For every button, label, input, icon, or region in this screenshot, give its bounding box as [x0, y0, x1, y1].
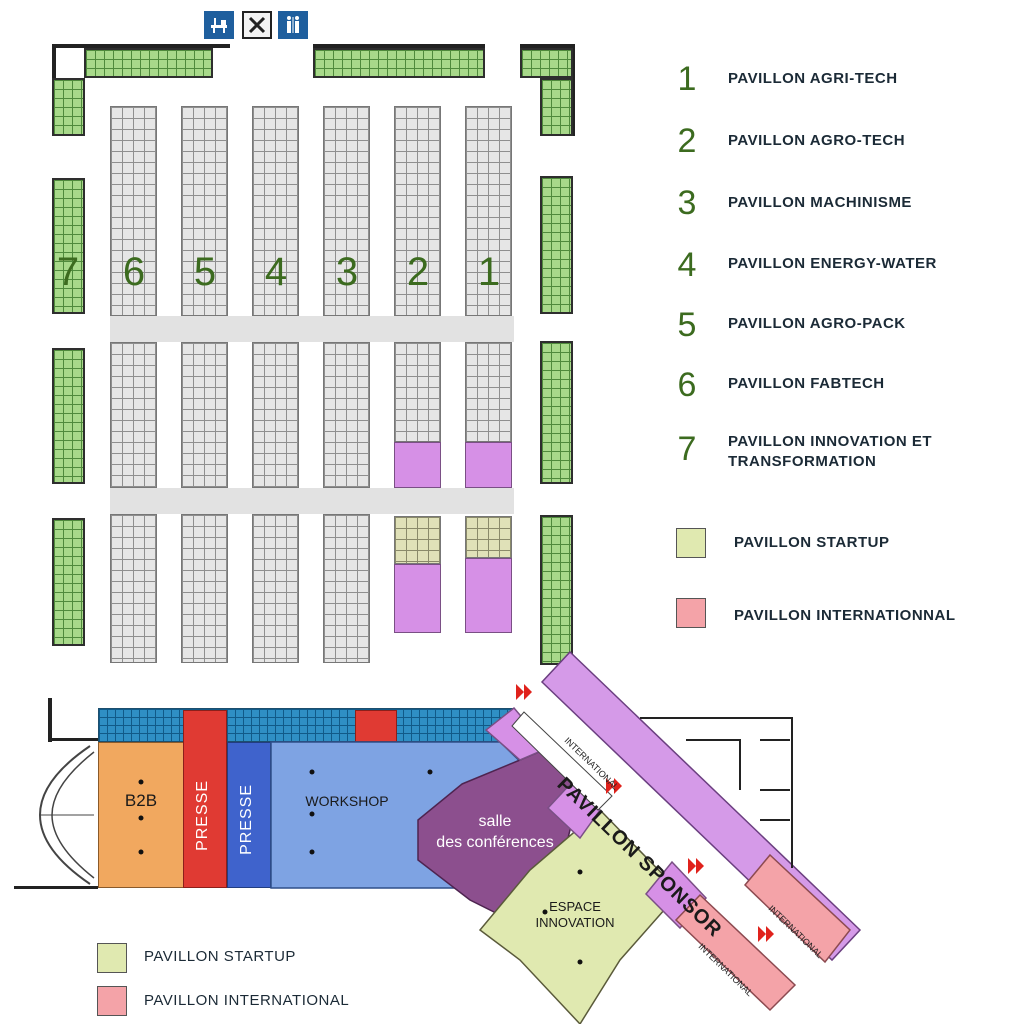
violet-stand [394, 564, 441, 633]
pavilion-7-block [52, 518, 85, 646]
legend-label: PAVILLON FABTECH [728, 375, 885, 392]
restroom-icon [278, 11, 308, 39]
pavilion-1-block [465, 106, 512, 316]
wall [52, 44, 230, 48]
startup-stand [394, 516, 441, 564]
international-zone-outline [511, 711, 613, 811]
restaurant-icon [204, 11, 234, 39]
cross-aisle [110, 316, 514, 342]
legend-label: PAVILLON AGRO-TECH [728, 132, 906, 149]
arrow-markers [516, 684, 774, 942]
pavilion-7-block [52, 178, 85, 314]
violet-stand [465, 442, 512, 488]
international-zone [743, 853, 852, 964]
bottom-legend-swatch-startup [97, 943, 127, 973]
legend-number: 4 [677, 246, 697, 284]
column-number-5: 5 [193, 250, 217, 294]
right-building-lines [640, 717, 793, 868]
bottom-legend-label: PAVILLON STARTUP [144, 948, 296, 965]
b2b-zone [98, 742, 184, 888]
legend-label: PAVILLON AGRO-PACK [728, 315, 906, 332]
violet-stand [465, 558, 512, 633]
perimeter-stand-block [520, 48, 573, 78]
pavilion-5-block [181, 106, 228, 316]
startup-stand [465, 516, 512, 558]
b2b-label: B2B [124, 791, 158, 810]
legend-swatch-startup [676, 528, 706, 558]
presse-zone-red [183, 710, 227, 888]
pavilion-7-block [52, 348, 85, 484]
perimeter-stand-block [313, 48, 485, 78]
pavilion-2-block [394, 106, 441, 316]
legend-label: PAVILLON MACHINISME [728, 194, 912, 211]
red-stand [355, 710, 397, 742]
column-number-2: 2 [406, 250, 430, 294]
legend-label: PAVILLON ENERGY-WATER [728, 255, 937, 272]
wall [48, 698, 52, 742]
pavilion-5-block [181, 342, 228, 488]
close-icon [242, 11, 272, 39]
espace-label-line2: INNOVATION [535, 915, 615, 930]
entrance-ramp [38, 745, 95, 885]
legend-number: 3 [677, 184, 697, 222]
legend-label: PAVILLON INNOVATION ET [728, 433, 933, 450]
wall [520, 44, 575, 48]
pavilion-6-block [110, 342, 157, 488]
pavilion-3-block [323, 106, 370, 316]
column-number-6: 6 [122, 250, 146, 294]
pavilion-1-block [465, 342, 512, 442]
perimeter-stand-block [540, 176, 573, 314]
pavilion-5-block [181, 514, 228, 663]
conference-label-line2: des conférences [436, 834, 554, 851]
legend-label: PAVILLON STARTUP [734, 534, 890, 551]
legend-label: PAVILLON AGRI-TECH [728, 70, 898, 87]
blue-stand-strip [98, 708, 514, 742]
column-number-4: 4 [264, 250, 288, 294]
legend-number: 5 [677, 306, 697, 344]
legend-number: 7 [677, 430, 697, 468]
conference-label-line1: salle [478, 813, 512, 830]
perimeter-stand-block [540, 341, 573, 484]
pavilion-3-block [323, 514, 370, 663]
pavilion-4-block [252, 514, 299, 663]
legend-number: 1 [677, 60, 697, 98]
perimeter-stand-block [84, 48, 213, 78]
wall [48, 738, 98, 741]
perimeter-stand-block [540, 515, 573, 665]
pavilion-3-block [323, 342, 370, 488]
legend-label: TRANSFORMATION [728, 453, 877, 470]
bottom-legend-swatch-international [97, 986, 127, 1016]
legend-label: PAVILLON INTERNATIONNAL [734, 607, 956, 624]
espace-label-line1: ESPACE [549, 899, 601, 914]
pavilion-6-block [110, 514, 157, 663]
wall [571, 44, 575, 136]
legend-number: 2 [677, 122, 697, 160]
legend-number: 6 [677, 366, 697, 404]
workshop-label: WORKSHOP [305, 793, 389, 809]
cross-aisle [110, 488, 514, 514]
pavilion-4-block [252, 342, 299, 488]
column-number-3: 3 [335, 250, 359, 294]
column-number-7: 7 [56, 250, 80, 294]
international-zone [674, 893, 797, 1012]
pavilion-6-block [110, 106, 157, 316]
violet-stand [394, 442, 441, 488]
column-number-1: 1 [477, 250, 501, 294]
perimeter-stand-block [540, 78, 573, 136]
wall [313, 44, 485, 48]
pavilion-4-block [252, 106, 299, 316]
dots [138, 769, 583, 965]
pavilion-2-block [394, 342, 441, 442]
bottom-legend-label: PAVILLON INTERNATIONAL [144, 992, 350, 1009]
wall [14, 886, 98, 889]
perimeter-stand-block [52, 78, 85, 136]
legend-swatch-international [676, 598, 706, 628]
